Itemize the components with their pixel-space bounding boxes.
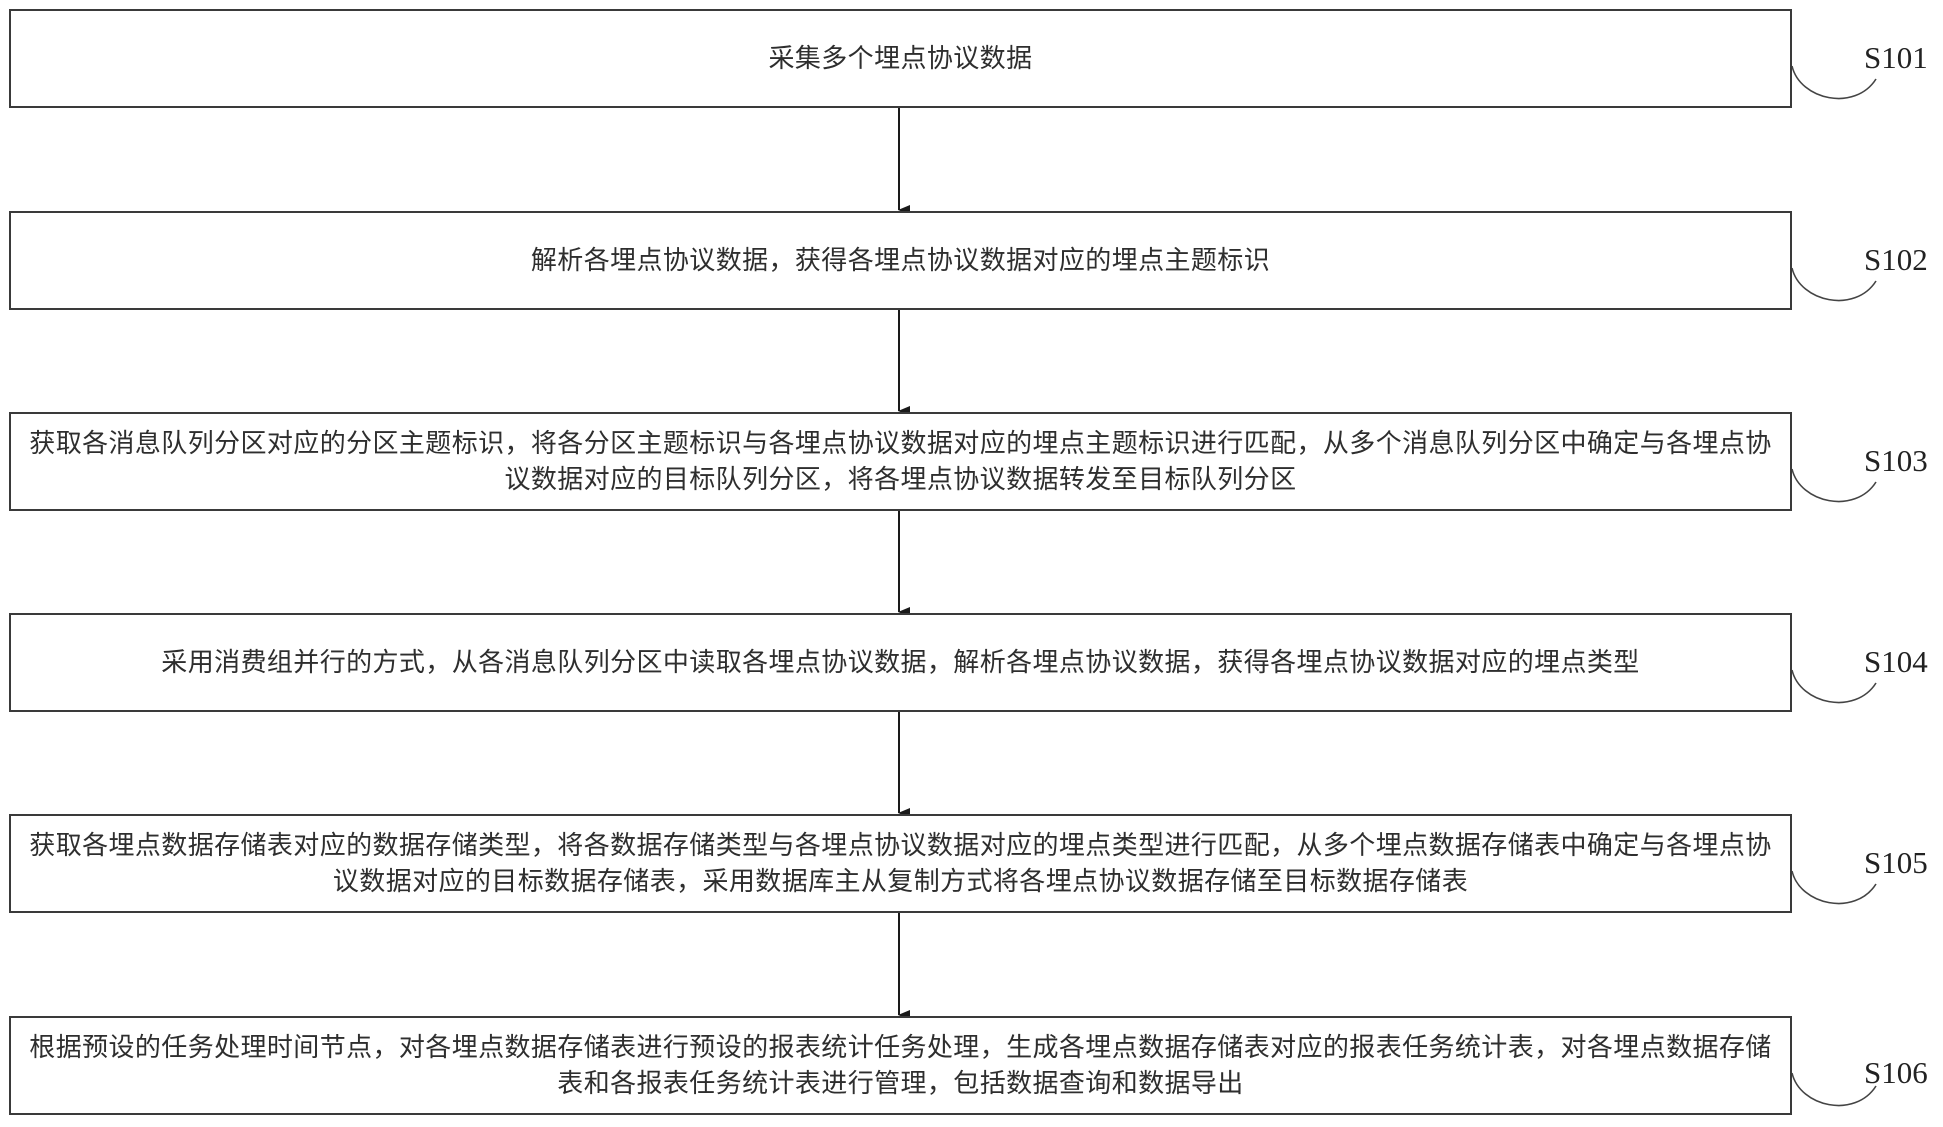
step-text: 解析各埋点协议数据，获得各埋点协议数据对应的埋点主题标识 <box>530 245 1271 276</box>
step-label-s104: S104 <box>1864 644 1928 679</box>
step-label-s102: S102 <box>1864 242 1928 277</box>
step-box-s105: 获取各埋点数据存储表对应的数据存储类型，将各数据存储类型与各埋点协议数据对应的埋… <box>9 814 1792 913</box>
step-text: 根据预设的任务处理时间节点，对各埋点数据存储表进行预设的报表统计任务处理，生成各… <box>29 1032 1772 1099</box>
step-box-s102: 解析各埋点协议数据，获得各埋点协议数据对应的埋点主题标识 <box>9 211 1792 310</box>
step-label-s105: S105 <box>1864 845 1928 880</box>
curve-s105 <box>1791 870 1877 905</box>
curve-s101 <box>1791 65 1877 100</box>
step-box-s104: 采用消费组并行的方式，从各消息队列分区中读取各埋点协议数据，解析各埋点协议数据，… <box>9 613 1792 712</box>
step-label-s106: S106 <box>1864 1055 1928 1090</box>
curve-s104 <box>1791 669 1877 704</box>
step-text: 获取各消息队列分区对应的分区主题标识，将各分区主题标识与各埋点协议数据对应的埋点… <box>29 428 1772 495</box>
step-box-s106: 根据预设的任务处理时间节点，对各埋点数据存储表进行预设的报表统计任务处理，生成各… <box>9 1016 1792 1115</box>
curve-s103 <box>1791 468 1877 503</box>
step-box-s103: 获取各消息队列分区对应的分区主题标识，将各分区主题标识与各埋点协议数据对应的埋点… <box>9 412 1792 511</box>
step-label-s103: S103 <box>1864 443 1928 478</box>
curve-s106 <box>1791 1072 1877 1107</box>
step-text: 获取各埋点数据存储表对应的数据存储类型，将各数据存储类型与各埋点协议数据对应的埋… <box>29 830 1772 897</box>
step-text: 采用消费组并行的方式，从各消息队列分区中读取各埋点协议数据，解析各埋点协议数据，… <box>161 647 1640 678</box>
step-box-s101: 采集多个埋点协议数据 <box>9 9 1792 108</box>
curve-s102 <box>1791 267 1877 302</box>
step-label-curves <box>1791 65 1877 1107</box>
step-label-s101: S101 <box>1864 40 1928 75</box>
step-text: 采集多个埋点协议数据 <box>768 43 1033 74</box>
